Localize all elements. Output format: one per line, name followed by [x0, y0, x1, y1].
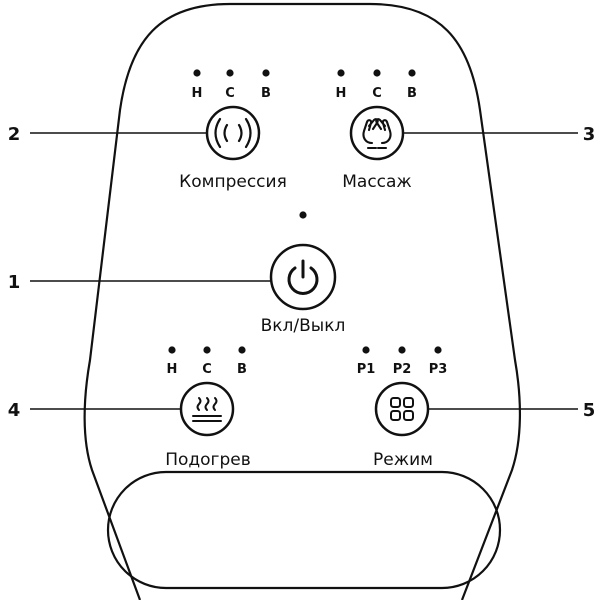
compression-button[interactable]: [205, 105, 261, 161]
level-indicator-dot: [168, 346, 176, 354]
massage-group: Н С В Массаж 3: [336, 69, 596, 192]
level-indicator-dot: [193, 69, 201, 77]
heating-group: Н С В Подогрев 4: [8, 346, 251, 470]
callout-number-1: 1: [8, 272, 21, 293]
mode-label: Режим: [373, 450, 433, 470]
level-indicator-dot: [398, 346, 406, 354]
callout-number-4: 4: [8, 400, 21, 421]
level-mid-label: С: [202, 362, 212, 377]
level-indicator-dot: [262, 69, 270, 77]
level-low-label: Н: [336, 86, 347, 101]
compression-label: Компрессия: [179, 172, 287, 192]
mode-p1-label: Р1: [357, 362, 376, 377]
heating-button[interactable]: [179, 381, 235, 437]
compression-waves-icon: [214, 117, 252, 149]
heat-waves-icon: [192, 397, 222, 422]
four-squares-icon: [390, 397, 414, 421]
mode-p2-label: Р2: [393, 362, 412, 377]
massage-button[interactable]: [349, 105, 405, 161]
level-high-label: В: [237, 362, 247, 377]
level-indicator-dot: [373, 69, 381, 77]
level-high-label: В: [261, 86, 271, 101]
callout-number-2: 2: [8, 124, 21, 145]
level-indicator-dot: [203, 346, 211, 354]
level-indicator-dot: [408, 69, 416, 77]
level-mid-label: С: [372, 86, 382, 101]
mode-group: Р1 Р2 Р3 Режим 5: [357, 346, 596, 470]
level-indicator-dot: [238, 346, 246, 354]
massage-hands-icon: [362, 118, 392, 150]
power-icon: [287, 259, 319, 295]
level-high-label: В: [407, 86, 417, 101]
mode-p3-label: Р3: [429, 362, 448, 377]
callout-number-3: 3: [583, 124, 596, 145]
mode-button[interactable]: [374, 381, 430, 437]
heating-label: Подогрев: [165, 450, 251, 470]
power-indicator-dot: [299, 211, 307, 219]
level-mid-label: С: [225, 86, 235, 101]
power-label: Вкл/Выкл: [261, 316, 346, 336]
bottom-slot: [106, 470, 502, 590]
power-button[interactable]: [269, 243, 337, 311]
device-body-outline: [83, 2, 522, 601]
power-group: Вкл/Выкл 1: [8, 211, 346, 336]
level-indicator-dot: [362, 346, 370, 354]
level-indicator-dot: [226, 69, 234, 77]
level-indicator-dot: [434, 346, 442, 354]
level-low-label: Н: [192, 86, 203, 101]
compression-group: Н С В Компрессия 2: [8, 69, 287, 192]
callout-number-5: 5: [583, 400, 596, 421]
level-indicator-dot: [337, 69, 345, 77]
massage-label: Массаж: [342, 172, 412, 192]
level-low-label: Н: [167, 362, 178, 377]
